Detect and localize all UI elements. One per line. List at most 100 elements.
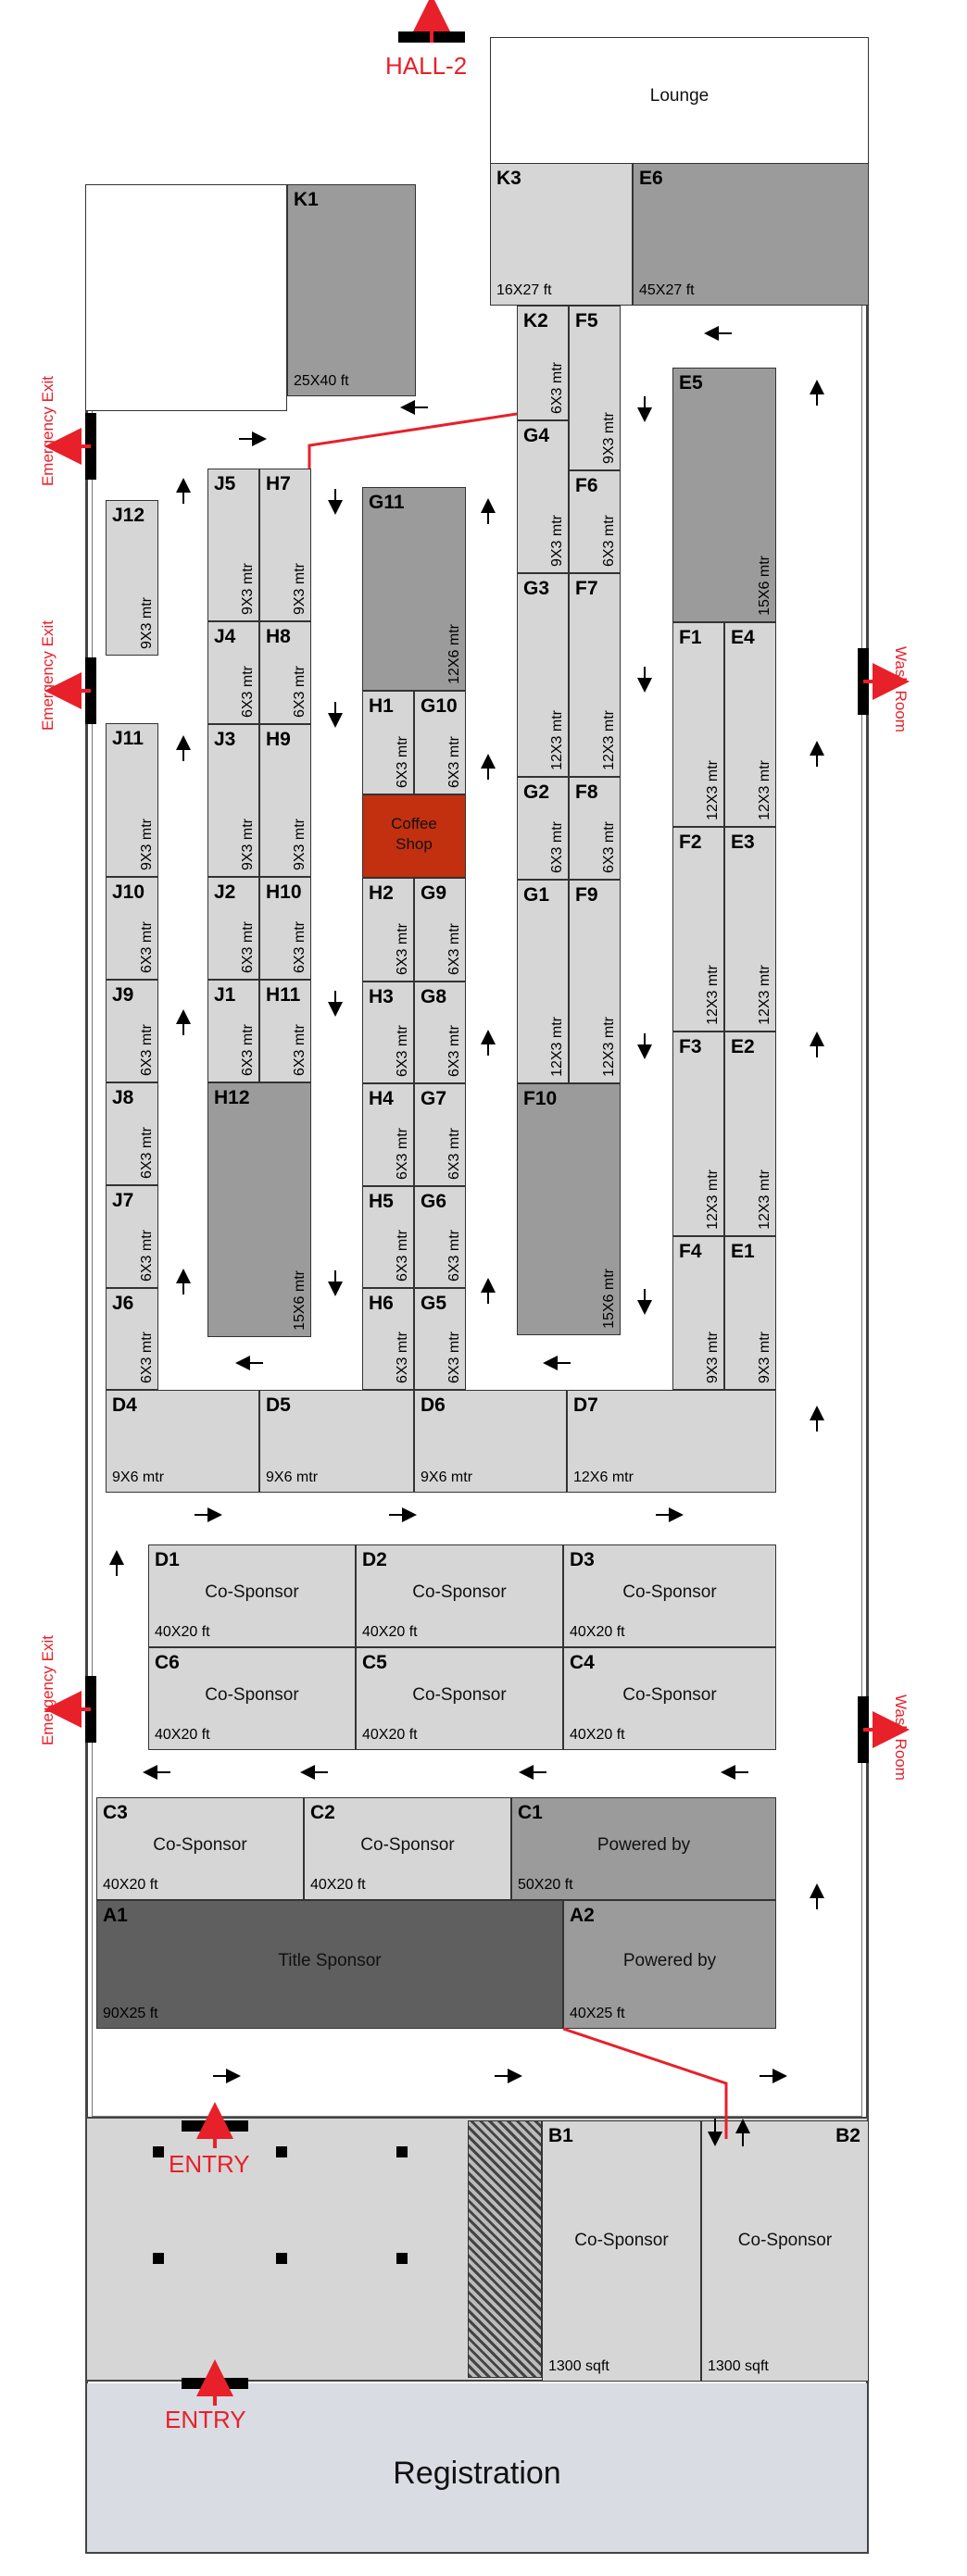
- booth-G10[interactable]: G10 6X3 mtr: [414, 691, 466, 794]
- booth-F2[interactable]: F2 12X3 mtr: [672, 827, 724, 1032]
- booth-G6[interactable]: G6 6X3 mtr: [414, 1186, 466, 1288]
- door-hall2: [398, 31, 465, 43]
- booth-D4[interactable]: D4 9X6 mtr: [106, 1390, 259, 1493]
- booth-id: G8: [421, 986, 447, 1007]
- booth-G11[interactable]: G11 12X6 mtr: [362, 487, 466, 691]
- booth-J1[interactable]: J1 6X3 mtr: [207, 980, 259, 1082]
- booth-H9[interactable]: H9 9X3 mtr: [259, 724, 311, 877]
- booth-D6[interactable]: D6 9X6 mtr: [414, 1390, 567, 1493]
- booth-G8[interactable]: G8 6X3 mtr: [414, 982, 466, 1083]
- entry-label-2[interactable]: ENTRY: [165, 2406, 246, 2433]
- booth-J11[interactable]: J11 9X3 mtr: [106, 723, 158, 877]
- booth-size: 12X3 mtr: [601, 1017, 617, 1077]
- booth-F10[interactable]: F10 15X6 mtr: [517, 1083, 621, 1335]
- booth-F7[interactable]: F7 12X3 mtr: [569, 573, 621, 777]
- booth-size: 6X3 mtr: [240, 920, 256, 973]
- booth-J10[interactable]: J10 6X3 mtr: [106, 877, 158, 980]
- booth-size: 15X6 mtr: [757, 556, 772, 616]
- booth-A2[interactable]: A2 Powered by 40X25 ft: [563, 1900, 776, 2029]
- door-washroom-2: [858, 1696, 869, 1763]
- booth-G1[interactable]: G1 12X3 mtr: [517, 880, 569, 1083]
- booth-E6[interactable]: E6 45X27 ft: [633, 163, 869, 306]
- booth-C5[interactable]: C5 Co-Sponsor 40X20 ft: [356, 1647, 563, 1750]
- booth-J7[interactable]: J7 6X3 mtr: [106, 1185, 158, 1288]
- booth-size: 40X25 ft: [570, 2006, 625, 2021]
- booth-id: A2: [570, 1905, 595, 1926]
- booth-J12[interactable]: J12 9X3 mtr: [106, 500, 158, 656]
- wash-room-label-2[interactable]: Wash Room: [892, 1694, 910, 1781]
- booth-G3[interactable]: G3 12X3 mtr: [517, 573, 569, 777]
- registration-area[interactable]: Registration: [85, 2383, 869, 2554]
- booth-H6[interactable]: H6 6X3 mtr: [362, 1288, 414, 1390]
- booth-D7[interactable]: D7 12X6 mtr: [567, 1390, 776, 1493]
- booth-E4[interactable]: E4 12X3 mtr: [724, 622, 776, 827]
- booth-id: J10: [112, 882, 145, 903]
- booth-J8[interactable]: J8 6X3 mtr: [106, 1082, 158, 1185]
- booth-C4[interactable]: C4 Co-Sponsor 40X20 ft: [563, 1647, 776, 1750]
- emergency-exit-label-2[interactable]: Emergency Exit: [39, 620, 57, 732]
- booth-F4[interactable]: F4 9X3 mtr: [672, 1236, 724, 1390]
- wash-room-label-1[interactable]: Wash Room: [892, 646, 910, 732]
- booth-J9[interactable]: J9 6X3 mtr: [106, 980, 158, 1082]
- booth-size: 6X3 mtr: [395, 1331, 410, 1383]
- entry-label-1[interactable]: ENTRY: [169, 2150, 250, 2178]
- booth-D5[interactable]: D5 9X6 mtr: [259, 1390, 414, 1493]
- booth-E5[interactable]: E5 15X6 mtr: [672, 368, 776, 622]
- booth-label: Co-Sponsor: [412, 1582, 507, 1602]
- booth-id: C3: [103, 1802, 128, 1823]
- emergency-exit-label-1[interactable]: Emergency Exit: [39, 376, 57, 487]
- booth-D3[interactable]: D3 Co-Sponsor 40X20 ft: [563, 1544, 776, 1647]
- booth-B1[interactable]: B1 Co-Sponsor 1300 sqft: [542, 2120, 701, 2382]
- booth-E2[interactable]: E2 12X3 mtr: [724, 1032, 776, 1236]
- booth-size: 6X3 mtr: [240, 1023, 256, 1076]
- booth-size: 6X3 mtr: [292, 920, 308, 973]
- booth-F5[interactable]: F5 9X3 mtr: [569, 306, 621, 470]
- booth-G9[interactable]: G9 6X3 mtr: [414, 878, 466, 982]
- booth-H2[interactable]: H2 6X3 mtr: [362, 878, 414, 982]
- booth-J3[interactable]: J3 9X3 mtr: [207, 724, 259, 877]
- booth-A1[interactable]: A1 Title Sponsor 90X25 ft: [96, 1900, 563, 2029]
- booth-J6[interactable]: J6 6X3 mtr: [106, 1288, 158, 1390]
- booth-H5[interactable]: H5 6X3 mtr: [362, 1186, 414, 1288]
- booth-F6[interactable]: F6 6X3 mtr: [569, 470, 621, 573]
- booth-F1[interactable]: F1 12X3 mtr: [672, 622, 724, 827]
- booth-C6[interactable]: C6 Co-Sponsor 40X20 ft: [148, 1647, 356, 1750]
- booth-C1[interactable]: C1 Powered by 50X20 ft: [511, 1797, 776, 1900]
- booth-E3[interactable]: E3 12X3 mtr: [724, 827, 776, 1032]
- booth-B2[interactable]: B2 Co-Sponsor 1300 sqft: [701, 2120, 869, 2382]
- booth-H8[interactable]: H8 6X3 mtr: [259, 621, 311, 724]
- coffee-shop[interactable]: Coffee Shop: [362, 794, 466, 878]
- hall2-label[interactable]: HALL-2: [385, 52, 468, 80]
- booth-F9[interactable]: F9 12X3 mtr: [569, 880, 621, 1083]
- booth-size: 9X3 mtr: [139, 596, 155, 649]
- emergency-exit-label-3[interactable]: Emergency Exit: [39, 1635, 57, 1746]
- booth-H4[interactable]: H4 6X3 mtr: [362, 1083, 414, 1186]
- booth-id: H3: [369, 986, 394, 1007]
- booth-K1[interactable]: K1 25X40 ft: [287, 184, 416, 396]
- booth-F8[interactable]: F8 6X3 mtr: [569, 777, 621, 880]
- booth-J4[interactable]: J4 6X3 mtr: [207, 621, 259, 724]
- booth-G4[interactable]: G4 9X3 mtr: [517, 420, 569, 573]
- booth-J2[interactable]: J2 6X3 mtr: [207, 877, 259, 980]
- booth-C2[interactable]: C2 Co-Sponsor 40X20 ft: [304, 1797, 511, 1900]
- booth-G7[interactable]: G7 6X3 mtr: [414, 1083, 466, 1186]
- booth-C3[interactable]: C3 Co-Sponsor 40X20 ft: [96, 1797, 304, 1900]
- booth-H3[interactable]: H3 6X3 mtr: [362, 982, 414, 1083]
- booth-K2[interactable]: K2 6X3 mtr: [517, 306, 569, 420]
- booth-E1[interactable]: E1 9X3 mtr: [724, 1236, 776, 1390]
- booth-H11[interactable]: H11 6X3 mtr: [259, 980, 311, 1082]
- booth-H1[interactable]: H1 6X3 mtr: [362, 691, 414, 794]
- booth-D2[interactable]: D2 Co-Sponsor 40X20 ft: [356, 1544, 563, 1647]
- booth-F3[interactable]: F3 12X3 mtr: [672, 1032, 724, 1236]
- booth-H10[interactable]: H10 6X3 mtr: [259, 877, 311, 980]
- booth-H7[interactable]: H7 9X3 mtr: [259, 469, 311, 621]
- booth-G5[interactable]: G5 6X3 mtr: [414, 1288, 466, 1390]
- booth-K3[interactable]: K3 16X27 ft: [490, 163, 633, 306]
- booth-G2[interactable]: G2 6X3 mtr: [517, 777, 569, 880]
- lounge-area[interactable]: Lounge: [490, 37, 869, 164]
- booth-size: 6X3 mtr: [446, 1024, 462, 1077]
- booth-D1[interactable]: D1 Co-Sponsor 40X20 ft: [148, 1544, 356, 1647]
- booth-id: E1: [731, 1241, 755, 1262]
- booth-J5[interactable]: J5 9X3 mtr: [207, 469, 259, 621]
- booth-H12[interactable]: H12 15X6 mtr: [207, 1082, 311, 1337]
